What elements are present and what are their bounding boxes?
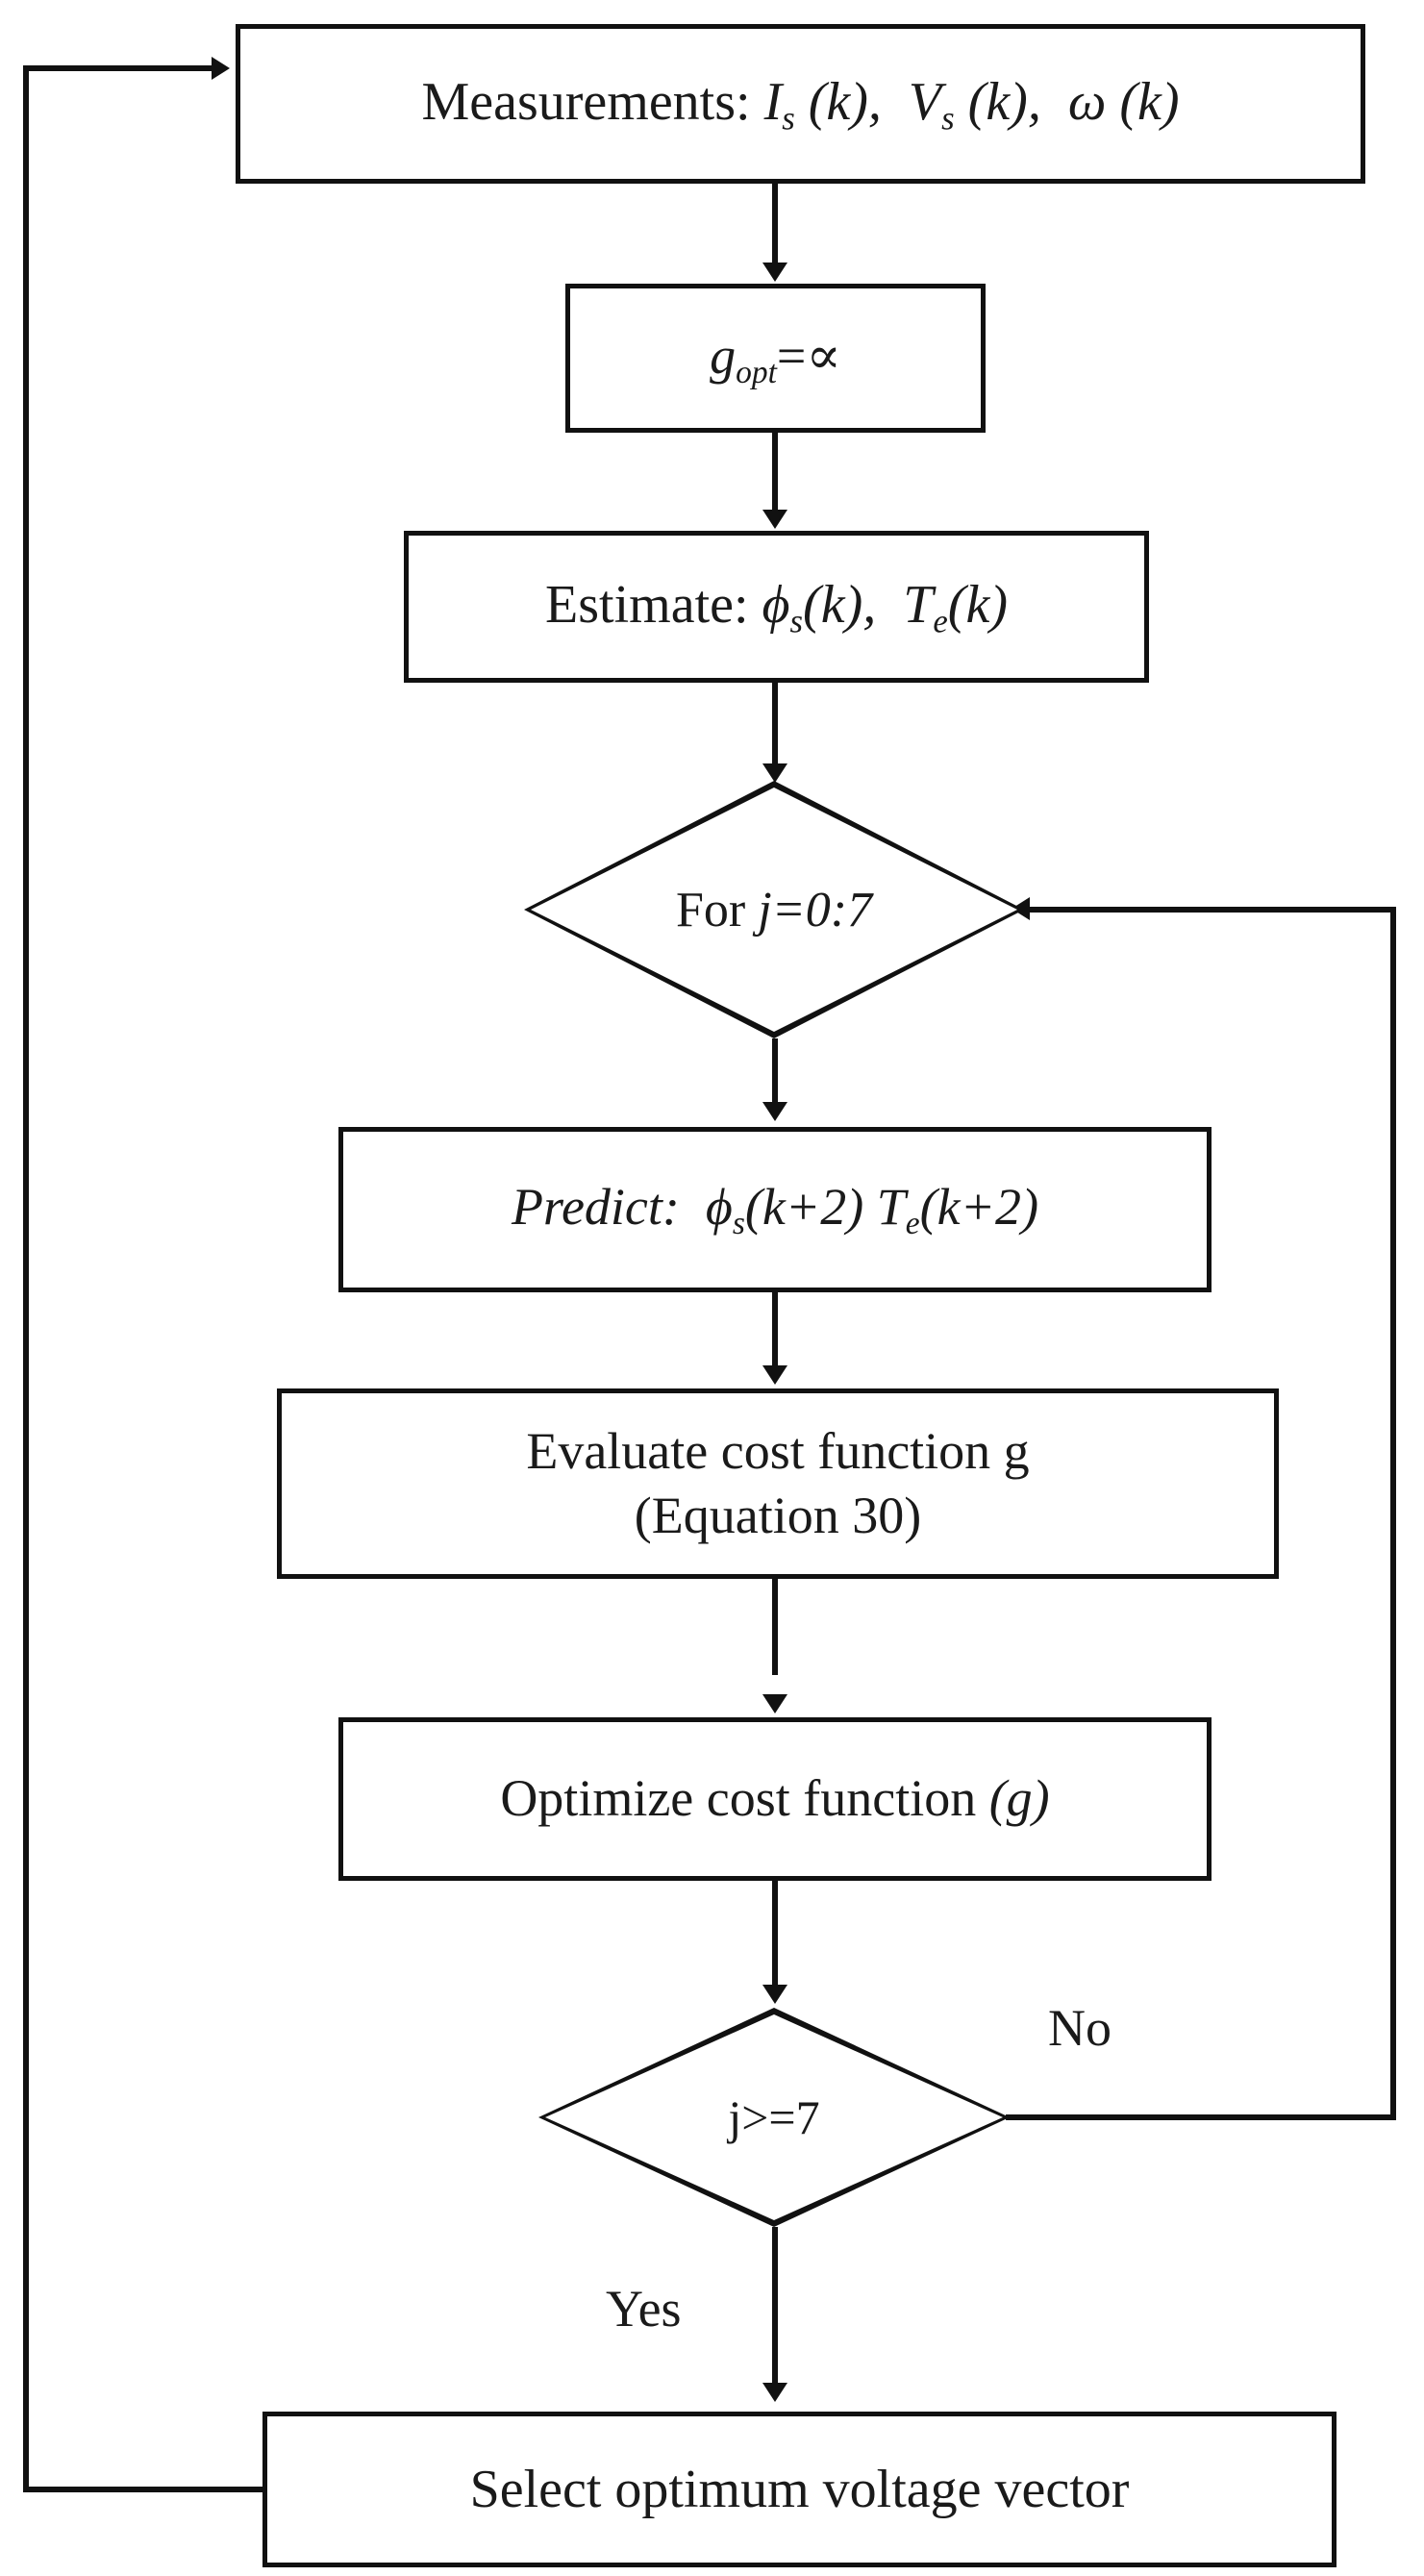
arrowhead-checkj-yes-to-select xyxy=(762,2383,787,2402)
node-predict: Predict: ϕs(k+2) Te(k+2) xyxy=(338,1127,1216,1297)
arrowhead-optimize-to-checkj xyxy=(762,1985,787,2004)
arrowhead-loop-right-into-forloop xyxy=(1012,897,1030,920)
edge-label-yes: Yes xyxy=(606,2280,682,2338)
arrowhead-init-to-estimate xyxy=(762,510,787,529)
loop-right-bottom-segment xyxy=(1006,2114,1396,2120)
edge-init-to-estimate xyxy=(772,433,778,512)
node-check-j-label: j>=7 xyxy=(728,2090,820,2144)
edge-measurements-to-init xyxy=(772,184,778,264)
arrowhead-measurements-to-init xyxy=(762,263,787,282)
edge-estimate-to-forloop xyxy=(772,683,778,767)
node-for-loop-label: For j=0:7 xyxy=(675,882,873,938)
node-init-gopt-label: gopt=∝ xyxy=(710,326,841,390)
edge-label-no: No xyxy=(1048,1999,1112,2057)
node-optimize-cost: Optimize cost function (g) xyxy=(338,1717,1212,1881)
edge-evaluate-to-optimize xyxy=(772,1579,778,1675)
node-measurements: Measurements: Is (k), Vs (k), ω (k) xyxy=(236,24,1370,188)
evaluate-line-1: Evaluate cost function g xyxy=(526,1421,1030,1480)
edge-predict-to-evaluate xyxy=(772,1292,778,1367)
arrowhead-evaluate-to-optimize xyxy=(762,1694,787,1713)
loop-left-vertical-segment xyxy=(23,65,29,2492)
node-check-j: j>=7 xyxy=(538,2008,1021,2238)
loop-left-bottom-segment xyxy=(23,2487,265,2492)
node-init-gopt: gopt=∝ xyxy=(565,284,986,433)
node-predict-label: Predict: ϕs(k+2) Te(k+2) xyxy=(511,1178,1039,1242)
loop-left-top-segment xyxy=(23,65,213,71)
edge-optimize-to-checkj xyxy=(772,1881,778,1988)
node-optimize-cost-label: Optimize cost function (g) xyxy=(500,1769,1050,1828)
arrowhead-forloop-to-predict xyxy=(762,1102,787,1121)
arrowhead-loop-left-into-measurements xyxy=(212,57,230,80)
node-measurements-label: Measurements: Is (k), Vs (k), ω (k) xyxy=(421,72,1180,138)
node-select-voltage-vector: Select optimum voltage vector xyxy=(262,2412,1337,2567)
node-for-loop: For j=0:7 xyxy=(524,781,1036,1050)
node-evaluate-cost: Evaluate cost function g (Equation 30) xyxy=(277,1388,1279,1579)
loop-right-top-segment xyxy=(1029,907,1396,913)
arrowhead-estimate-to-forloop xyxy=(762,763,787,783)
node-select-voltage-vector-label: Select optimum voltage vector xyxy=(469,2460,1130,2519)
edge-checkj-yes-to-select xyxy=(772,2227,778,2385)
edge-forloop-to-predict xyxy=(772,1038,778,1102)
evaluate-line-2: (Equation 30) xyxy=(634,1487,922,1544)
node-evaluate-cost-label: Evaluate cost function g (Equation 30) xyxy=(282,1419,1274,1549)
arrowhead-predict-to-evaluate xyxy=(762,1365,787,1385)
loop-right-vertical-segment xyxy=(1390,907,1396,2117)
node-estimate-label: Estimate: ϕs(k), Te(k) xyxy=(545,575,1008,640)
node-estimate: Estimate: ϕs(k), Te(k) xyxy=(404,531,1154,688)
